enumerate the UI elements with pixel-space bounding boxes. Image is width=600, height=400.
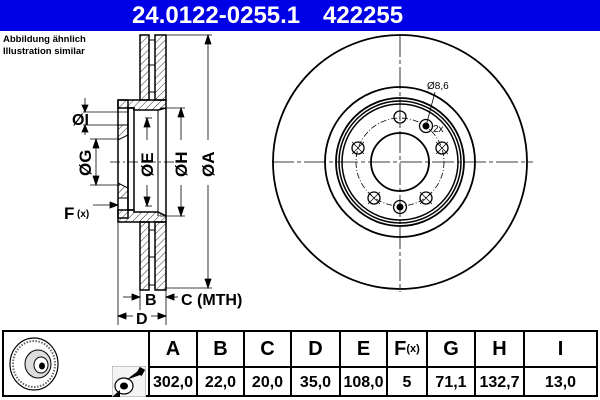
part-number: 24.0122-0255.1 [132, 2, 301, 29]
header-cell-f: F(x) [386, 332, 426, 366]
label-f-sub: (x) [77, 209, 89, 220]
label-f: F [64, 204, 74, 223]
label-hole-diameter: Ø8,6 [427, 81, 449, 92]
header-cell-d: D [290, 332, 339, 366]
dimension-lines [81, 33, 212, 325]
value-cell-h: 132,7 [474, 366, 523, 397]
header-cell-c: C [243, 332, 290, 366]
value-cell-e: 108,0 [339, 366, 386, 397]
note-german: Abbildung ähnlich [3, 34, 86, 45]
dimensions-table: A B C D E F(x) G H I 302,0 22,0 20,0 35,… [2, 330, 598, 397]
title-bar: 24.0122-0255.1 422255 [0, 0, 600, 31]
header-cell-b: B [196, 332, 243, 366]
label-dia-g: ØG [76, 150, 95, 176]
header-cell-e: E [339, 332, 386, 366]
label-dia-e: ØE [138, 152, 157, 177]
illustration-note: Abbildung ähnlich Illustration similar [3, 34, 86, 58]
value-cell-d: 35,0 [290, 366, 339, 397]
note-english: Illustration similar [3, 46, 85, 57]
front-view [272, 34, 533, 292]
label-c: C (MTH) [181, 292, 242, 309]
header-cell-g: G [426, 332, 474, 366]
label-b: B [145, 292, 157, 309]
header-cell-i: I [523, 332, 596, 366]
header-cell-a: A [148, 332, 196, 366]
label-dia-i: ØI [72, 112, 89, 129]
header-cell-h: H [474, 332, 523, 366]
technical-drawing: ØI ØG ØE ØH ØA F (x) B C (MTH) D [64, 33, 533, 328]
value-cell-i: 13,0 [523, 366, 596, 397]
article-number: 422255 [323, 2, 404, 29]
value-cell-f: 5 [386, 366, 426, 397]
coated-disc-spray-icon [112, 366, 146, 397]
value-cell-b: 22,0 [196, 366, 243, 397]
brake-disc-icon [9, 337, 59, 391]
label-hole-count: 2x [433, 124, 444, 135]
value-cell-g: 71,1 [426, 366, 474, 397]
section-view [117, 34, 167, 291]
value-cell-a: 302,0 [148, 366, 196, 397]
label-dia-a: ØA [199, 152, 218, 178]
label-dia-h: ØH [172, 152, 191, 178]
label-d: D [136, 311, 148, 328]
value-cell-c: 20,0 [243, 366, 290, 397]
